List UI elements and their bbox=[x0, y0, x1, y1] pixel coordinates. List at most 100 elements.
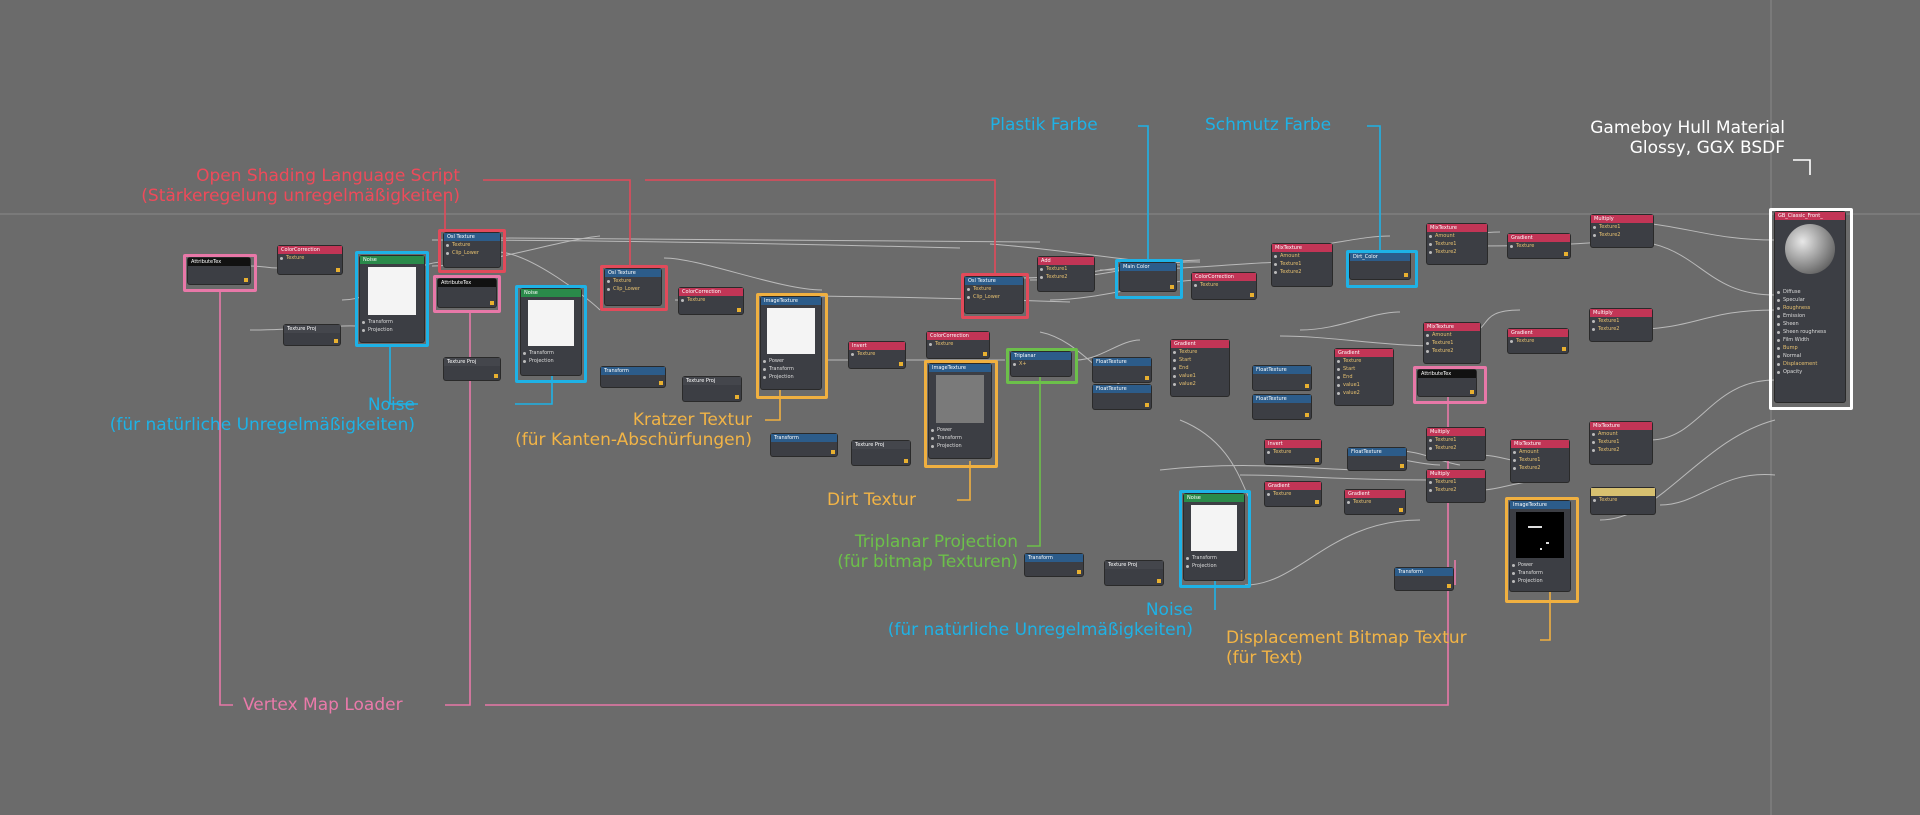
gradient-node[interactable]: Gradient Texture Start End value1 value2 bbox=[1171, 340, 1229, 396]
transform-node[interactable]: Transform bbox=[771, 434, 837, 456]
floattexture-node[interactable]: FloatTexture bbox=[1253, 395, 1311, 419]
node-pin[interactable]: Projection bbox=[1184, 562, 1244, 570]
gradient-node[interactable]: Gradient Texture bbox=[1508, 234, 1570, 258]
node-pin[interactable]: Texture1 bbox=[1424, 339, 1480, 347]
output-socket[interactable] bbox=[1315, 458, 1319, 462]
colorcorrection-node[interactable]: ColorCorrection Texture bbox=[927, 332, 989, 358]
material-pin-sheen[interactable]: Sheen bbox=[1775, 320, 1845, 328]
texture-proj-node[interactable]: Texture Proj bbox=[444, 358, 500, 380]
noise-node[interactable]: Noise Transform Projection bbox=[521, 289, 581, 375]
output-socket[interactable] bbox=[983, 352, 987, 356]
node-pin[interactable]: End bbox=[1171, 364, 1229, 372]
node-pin[interactable]: Texture2 bbox=[1038, 273, 1094, 281]
node-pin[interactable]: Transform bbox=[521, 349, 581, 357]
node-pin[interactable]: Amount bbox=[1511, 448, 1569, 456]
output-socket[interactable] bbox=[494, 374, 498, 378]
output-socket[interactable] bbox=[244, 278, 248, 282]
imagetexture-node[interactable]: ImageTexture Power Transform Projection bbox=[929, 364, 991, 458]
output-socket[interactable] bbox=[336, 268, 340, 272]
dirt-color-node[interactable]: Dirt_Color bbox=[1350, 253, 1410, 279]
texture-proj-node[interactable]: Texture Proj bbox=[683, 377, 741, 401]
material-pin-opacity[interactable]: Opacity bbox=[1775, 368, 1845, 376]
osl-texture-node[interactable]: Osl Texture Texture Clip_Lower bbox=[965, 277, 1023, 313]
node-pin[interactable]: Amount bbox=[1590, 430, 1652, 438]
output-socket[interactable] bbox=[899, 362, 903, 366]
output-socket[interactable] bbox=[1400, 464, 1404, 468]
osl-texture-node[interactable]: Osl Texture Texture Clip_Lower bbox=[605, 269, 661, 305]
node-pin[interactable]: Texture1 bbox=[1427, 240, 1487, 248]
node-pin[interactable]: Texture1 bbox=[1511, 456, 1569, 464]
node-pin[interactable]: Texture bbox=[849, 350, 905, 358]
noise-node[interactable]: Noise Transform Projection bbox=[1184, 494, 1244, 580]
node-pin[interactable]: Texture2 bbox=[1427, 248, 1487, 256]
output-socket[interactable] bbox=[1170, 285, 1174, 289]
node-pin[interactable]: Amount bbox=[1427, 232, 1487, 240]
colorcorrection-node[interactable]: ColorCorrection Texture bbox=[278, 246, 342, 274]
node-pin[interactable]: Start bbox=[1335, 365, 1393, 373]
floattexture-node[interactable]: FloatTexture bbox=[1093, 385, 1151, 409]
output-socket[interactable] bbox=[1077, 570, 1081, 574]
colorcorrection-node[interactable]: ColorCorrection Texture bbox=[1192, 273, 1256, 299]
node-pin[interactable]: Transform bbox=[360, 318, 424, 326]
output-socket[interactable] bbox=[1447, 584, 1451, 588]
output-socket[interactable] bbox=[1564, 252, 1568, 256]
node-pin[interactable]: Projection bbox=[1510, 577, 1570, 585]
imagetexture-node[interactable]: ImageTexture Power Transform Projection bbox=[761, 297, 821, 389]
texture-proj-node[interactable]: Texture Proj bbox=[852, 441, 910, 465]
node-pin[interactable]: Texture bbox=[679, 296, 743, 304]
output-socket[interactable] bbox=[1305, 413, 1309, 417]
output-socket[interactable] bbox=[831, 450, 835, 454]
node-pin[interactable]: Start bbox=[1171, 356, 1229, 364]
output-socket[interactable] bbox=[735, 395, 739, 399]
mixtexture-node[interactable]: MixTexture Amount Texture1 Texture2 bbox=[1590, 422, 1652, 464]
attributetex-node[interactable]: AttributeTex bbox=[1418, 370, 1476, 396]
material-pin-specular[interactable]: Specular bbox=[1775, 296, 1845, 304]
transform-node[interactable]: Transform bbox=[1395, 568, 1453, 590]
node-pin[interactable]: X+ bbox=[1011, 360, 1071, 368]
node-pin[interactable]: Clip_Lower bbox=[605, 285, 661, 293]
triplanar-node[interactable]: Triplanar X+ bbox=[1011, 352, 1071, 376]
invert-node[interactable]: Invert Texture bbox=[1265, 440, 1321, 464]
node-pin[interactable]: value1 bbox=[1171, 372, 1229, 380]
texture-proj-node[interactable]: Texture Proj bbox=[1105, 561, 1163, 585]
node-pin[interactable]: Texture bbox=[1335, 357, 1393, 365]
output-socket[interactable] bbox=[1157, 579, 1161, 583]
material-pin-normal[interactable]: Normal bbox=[1775, 352, 1845, 360]
mixtexture-node[interactable]: MixTexture Amount Texture1 Texture2 bbox=[1427, 224, 1487, 264]
output-socket[interactable] bbox=[1404, 273, 1408, 277]
node-pin[interactable]: Texture bbox=[605, 277, 661, 285]
output-socket[interactable] bbox=[1250, 293, 1254, 297]
node-pin[interactable]: Projection bbox=[521, 357, 581, 365]
node-pin[interactable]: value2 bbox=[1335, 389, 1393, 397]
output-socket[interactable] bbox=[1399, 508, 1403, 512]
node-pin[interactable]: Power bbox=[929, 426, 991, 434]
floattexture-node[interactable]: FloatTexture bbox=[1093, 358, 1151, 382]
node-pin[interactable]: Texture1 bbox=[1427, 478, 1485, 486]
add-node[interactable]: Add Texture1 Texture2 bbox=[1038, 257, 1094, 291]
mixtexture-node[interactable]: MixTexture Amount Texture1 Texture2 bbox=[1511, 440, 1569, 482]
node-pin[interactable]: Texture2 bbox=[1424, 347, 1480, 355]
noise-node[interactable]: Noise Transform Projection bbox=[360, 256, 424, 342]
node-pin[interactable]: Texture bbox=[927, 340, 989, 348]
node-pin[interactable]: Texture bbox=[1345, 498, 1405, 506]
gradient-node[interactable]: Gradient Texture Start End value1 value2 bbox=[1335, 349, 1393, 405]
multiply-node[interactable]: Multiply Texture1 Texture2 bbox=[1427, 470, 1485, 502]
node-pin[interactable]: Texture1 bbox=[1427, 436, 1485, 444]
node-pin[interactable]: Texture bbox=[1591, 496, 1655, 504]
material-pin-emission[interactable]: Emission bbox=[1775, 312, 1845, 320]
node-pin[interactable]: Texture2 bbox=[1427, 444, 1485, 452]
material-node[interactable]: GB_Classic_Front_ Diffuse Specular Rough… bbox=[1775, 212, 1845, 402]
node-pin[interactable]: Projection bbox=[360, 326, 424, 334]
node-pin[interactable]: Transform bbox=[1510, 569, 1570, 577]
node-pin[interactable]: Texture2 bbox=[1590, 325, 1652, 333]
node-pin[interactable]: Transform bbox=[1184, 554, 1244, 562]
node-pin[interactable]: Clip_Lower bbox=[444, 249, 500, 257]
material-pin-displacement[interactable]: Displacement bbox=[1775, 360, 1845, 368]
output-socket[interactable] bbox=[490, 301, 494, 305]
osl-texture-node[interactable]: Osl Texture Texture Clip_Lower bbox=[444, 233, 500, 267]
node-pin[interactable]: Texture2 bbox=[1427, 486, 1485, 494]
output-socket[interactable] bbox=[1562, 347, 1566, 351]
multiply-node[interactable]: Multiply Texture1 Texture2 bbox=[1591, 215, 1653, 247]
mixtexture-node[interactable]: MixTexture Amount Texture1 Texture2 bbox=[1272, 244, 1332, 286]
output-socket[interactable] bbox=[1145, 376, 1149, 380]
